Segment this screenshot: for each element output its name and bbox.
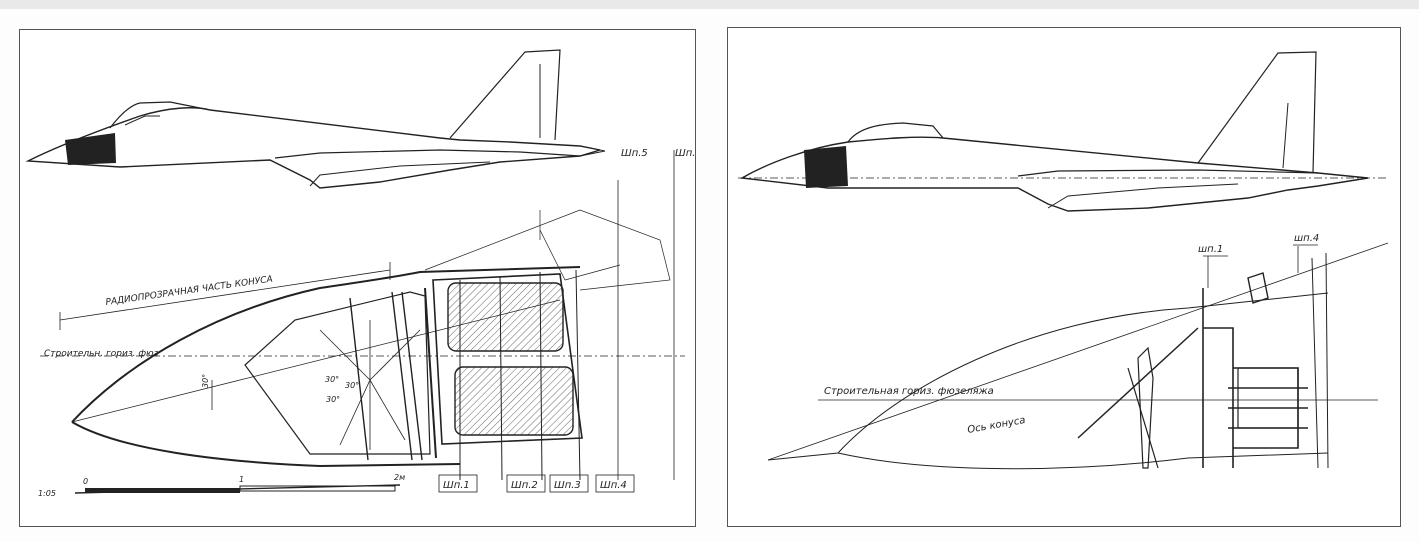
frame-labels-bottom: Шп.1 Шп.2 Шп.3 Шп.4: [438, 474, 635, 493]
angle-label-3: 30°: [345, 381, 359, 390]
scale-title: 1:05: [38, 489, 56, 498]
angle-label-2: 30°: [325, 375, 339, 384]
axis-label-right: Строительная гориз. фюзеляжа: [824, 386, 994, 397]
nose-cone-plan-view: [40, 150, 685, 481]
frame-label-1: Шп.1: [443, 480, 470, 491]
right-drawing-panel: шп.1 шп.4 Строительная гориз. фюзеляжа О…: [727, 27, 1401, 527]
cockpit-equipment-mark: [804, 146, 848, 188]
frame-label-4: Шп.4: [600, 480, 627, 491]
equipment-block-lower: [454, 366, 574, 436]
aircraft-side-view-left: [25, 49, 606, 189]
cone-axis-label: Ось конуса: [967, 415, 1027, 436]
frame-label-r1: шп.1: [1198, 244, 1223, 255]
radome-section-mark: [65, 133, 116, 165]
nose-cone-side-section: [767, 242, 1389, 470]
aircraft-side-view-right: [738, 51, 1388, 212]
angle-label-1: 30°: [201, 374, 210, 388]
scale-tick-0: 0: [83, 477, 88, 486]
frame-label-2: Шп.2: [511, 480, 538, 491]
scale-tick-2: 2м: [394, 473, 405, 482]
scale-tick-1: 1: [239, 475, 244, 484]
frame-label-r4: шп.4: [1294, 233, 1319, 244]
frame-label-3: Шп.3: [554, 480, 581, 491]
equipment-block-upper: [447, 282, 564, 352]
frame-label-6: Шп.: [675, 148, 695, 159]
angle-label-4: 30°: [326, 395, 340, 404]
scale-bar: 0 1 2м 1:05: [38, 473, 405, 498]
left-drawing: РАДИОПРОЗРАЧНАЯ ЧАСТЬ КОНУСА Строительн.…: [25, 49, 695, 498]
top-band: [0, 0, 1419, 9]
right-drawing: шп.1 шп.4 Строительная гориз. фюзеляжа О…: [738, 51, 1389, 470]
frame-label-5: Шп.5: [621, 148, 648, 159]
axis-label-left: Строительн. гориз. фюз: [44, 349, 159, 359]
frame-labels-top: Шп.5 Шп.: [621, 148, 695, 159]
antenna-scan-lines: [319, 320, 421, 450]
left-drawing-panel: РАДИОПРОЗРАЧНАЯ ЧАСТЬ КОНУСА Строительн.…: [19, 29, 696, 527]
